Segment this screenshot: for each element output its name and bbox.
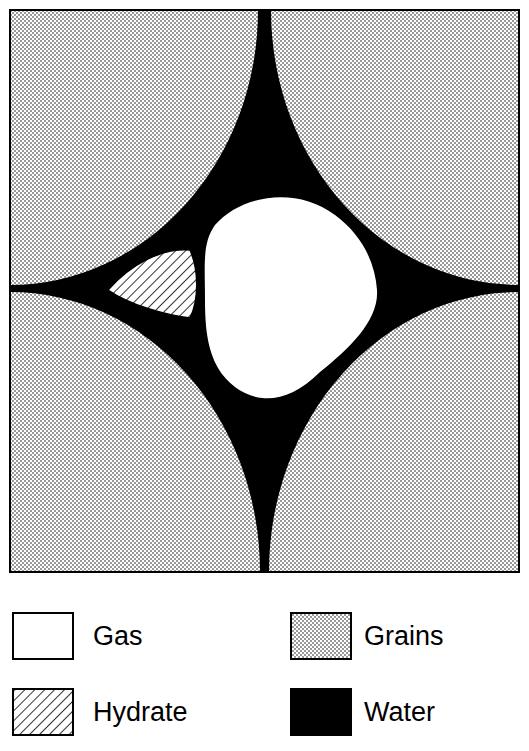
swatch-pattern	[292, 614, 350, 658]
legend-swatch	[12, 612, 74, 660]
hydrate-crystal	[108, 250, 197, 318]
legend-label: Water	[364, 699, 435, 726]
legend-swatch	[290, 688, 352, 736]
legend-label: Gas	[93, 623, 143, 650]
frame	[10, 10, 519, 572]
gas-bubble	[205, 197, 377, 398]
legend-swatch	[12, 688, 74, 736]
legend-label: Hydrate	[93, 699, 188, 726]
legend-label: Grains	[364, 623, 444, 650]
legend-swatch	[290, 612, 352, 660]
swatch-pattern	[14, 690, 72, 734]
